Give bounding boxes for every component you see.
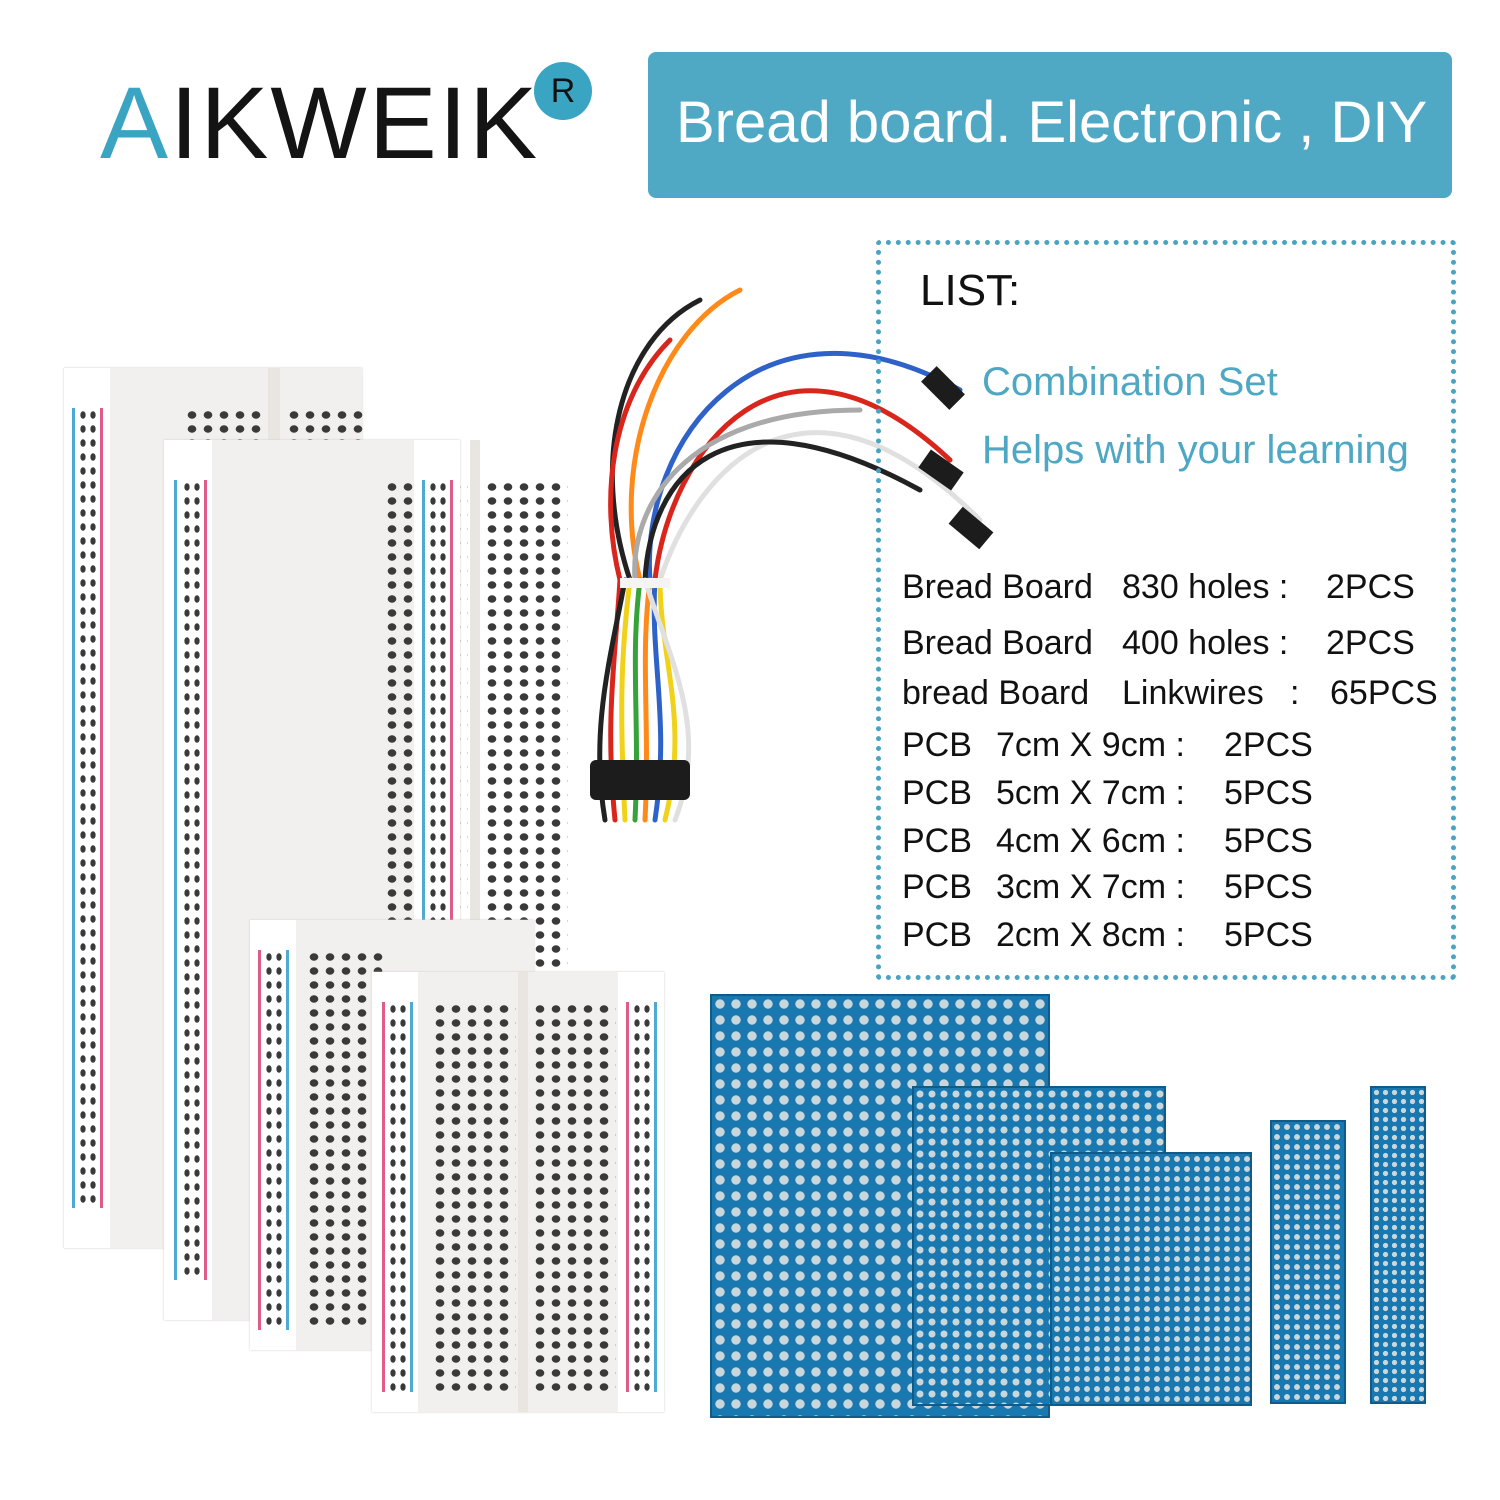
pcb-7x9 xyxy=(710,994,1050,1418)
list-item: Bread Board 400 holes : 2PCS xyxy=(902,624,1415,662)
jumper-wires-illustration xyxy=(590,287,994,823)
list-item: PCB 4cm X 6cm : 5PCS xyxy=(902,822,1313,860)
list-item: PCB 7cm X 9cm : 2PCS xyxy=(902,726,1313,764)
list-item: PCB 2cm X 8cm : 5PCS xyxy=(902,916,1313,954)
registered-mark-icon: R xyxy=(534,62,592,120)
list-item: PCB 3cm X 7cm : 5PCS xyxy=(902,868,1313,906)
logo-first-letter: A xyxy=(100,66,171,180)
banner-title: Bread board. Electronic , DIY xyxy=(676,90,1428,155)
list-item: bread Board Linkwires : 65PCS xyxy=(902,674,1438,712)
title-banner xyxy=(648,52,1452,198)
list-item: Bread Board 830 holes : 2PCS xyxy=(902,568,1415,606)
tagline-learning: Helps with your learning xyxy=(982,428,1409,472)
logo-rest: IKWEIK xyxy=(170,66,540,180)
breadboard-400-front xyxy=(372,972,664,1412)
tagline-combination: Combination Set xyxy=(982,360,1278,404)
list-title: LIST: xyxy=(920,266,1021,315)
pcb-2x8 xyxy=(1370,1086,1426,1404)
list-item: PCB 5cm X 7cm : 5PCS xyxy=(902,774,1313,812)
brand-logo: AIKWEIK xyxy=(100,72,539,174)
pcb-4x6 xyxy=(1050,1152,1252,1406)
contents-list-box xyxy=(876,240,1456,980)
pcb-3x7 xyxy=(1270,1120,1346,1404)
